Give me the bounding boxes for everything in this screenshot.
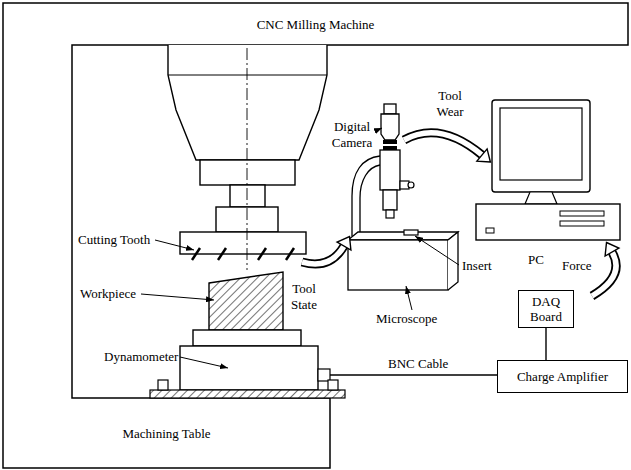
camera-lens bbox=[384, 104, 396, 114]
node-text: CNC Milling Machine bbox=[257, 17, 375, 32]
node-text: Machining Table bbox=[122, 426, 210, 441]
daq-board-box: DAQ Board bbox=[518, 290, 574, 328]
dynamometer-body bbox=[180, 346, 318, 390]
machine-frame bbox=[3, 3, 628, 468]
cutting-tooth bbox=[218, 248, 226, 260]
cutting-tooth bbox=[258, 248, 266, 260]
tool-state-arrow bbox=[302, 246, 344, 264]
part-label: Dynamometer bbox=[104, 349, 178, 365]
monitor-stand bbox=[525, 192, 557, 204]
machining-table-band: Machining Table bbox=[3, 398, 330, 468]
clamp-bolt bbox=[158, 380, 168, 390]
leader-line bbox=[155, 240, 194, 250]
part-label: Workpiece bbox=[80, 286, 136, 302]
camera-body bbox=[381, 114, 399, 140]
pc-monitor bbox=[492, 100, 590, 192]
cutting-tooth bbox=[286, 248, 294, 260]
part-label: Cutting Tooth bbox=[78, 232, 150, 248]
tool-state-arrow bbox=[302, 246, 344, 264]
spindle-collar bbox=[200, 160, 295, 185]
connector-line bbox=[545, 328, 546, 360]
machine-header-band: CNC Milling Machine bbox=[3, 3, 628, 45]
clamp-bolt bbox=[328, 380, 338, 390]
node-text: Charge Amplifier bbox=[517, 369, 608, 384]
part-label: Digital Camera bbox=[326, 119, 378, 151]
microscope-tube bbox=[380, 150, 400, 190]
leader-line bbox=[406, 286, 412, 310]
drive-slot bbox=[560, 211, 604, 216]
microscope-stage-top bbox=[348, 232, 458, 240]
force-arrow bbox=[592, 252, 616, 296]
tool-wear-arrow bbox=[404, 133, 482, 155]
part-label: Microscope bbox=[376, 311, 437, 327]
part-label: Insert bbox=[462, 258, 492, 274]
leader-line bbox=[375, 128, 382, 131]
pc-screen bbox=[500, 108, 582, 180]
cable-label: BNC Cable bbox=[386, 356, 450, 372]
force-arrowhead bbox=[605, 243, 619, 257]
objective-tip bbox=[386, 210, 394, 218]
pc-case bbox=[476, 204, 620, 240]
spindle-centerline bbox=[247, 48, 248, 270]
part-label: PC bbox=[528, 252, 544, 268]
camera-ring bbox=[383, 140, 397, 144]
charge-amplifier-box: Charge Amplifier bbox=[497, 360, 628, 393]
microscope-arm bbox=[352, 156, 380, 236]
spindle-seam bbox=[168, 75, 327, 76]
tool-state-arrowhead bbox=[337, 237, 351, 251]
bnc-cable-line bbox=[330, 374, 497, 375]
force-arrow bbox=[592, 252, 616, 296]
focus-knob bbox=[408, 182, 414, 188]
tool-wear-arrow bbox=[404, 133, 482, 155]
workpiece-block bbox=[209, 272, 283, 330]
dynamometer-plate bbox=[193, 330, 301, 346]
signal-label: Tool Wear bbox=[428, 88, 472, 120]
spindle-shaft bbox=[230, 185, 265, 207]
signal-label: Force bbox=[562, 258, 592, 274]
leader-line bbox=[180, 357, 228, 368]
drive-slot bbox=[560, 221, 604, 226]
microscope-arm bbox=[360, 165, 380, 236]
leader-line bbox=[141, 294, 214, 300]
tool-wear-arrowhead bbox=[477, 149, 491, 162]
clamp-base bbox=[150, 390, 345, 398]
objective-lens bbox=[383, 190, 397, 210]
leader-line bbox=[415, 236, 459, 265]
spindle-head bbox=[168, 45, 327, 160]
power-button bbox=[486, 228, 494, 233]
insert-piece bbox=[404, 230, 418, 235]
node-text: DAQ Board bbox=[523, 294, 569, 324]
signal-label: Tool State bbox=[286, 281, 322, 313]
dynamometer-connector bbox=[318, 369, 330, 381]
